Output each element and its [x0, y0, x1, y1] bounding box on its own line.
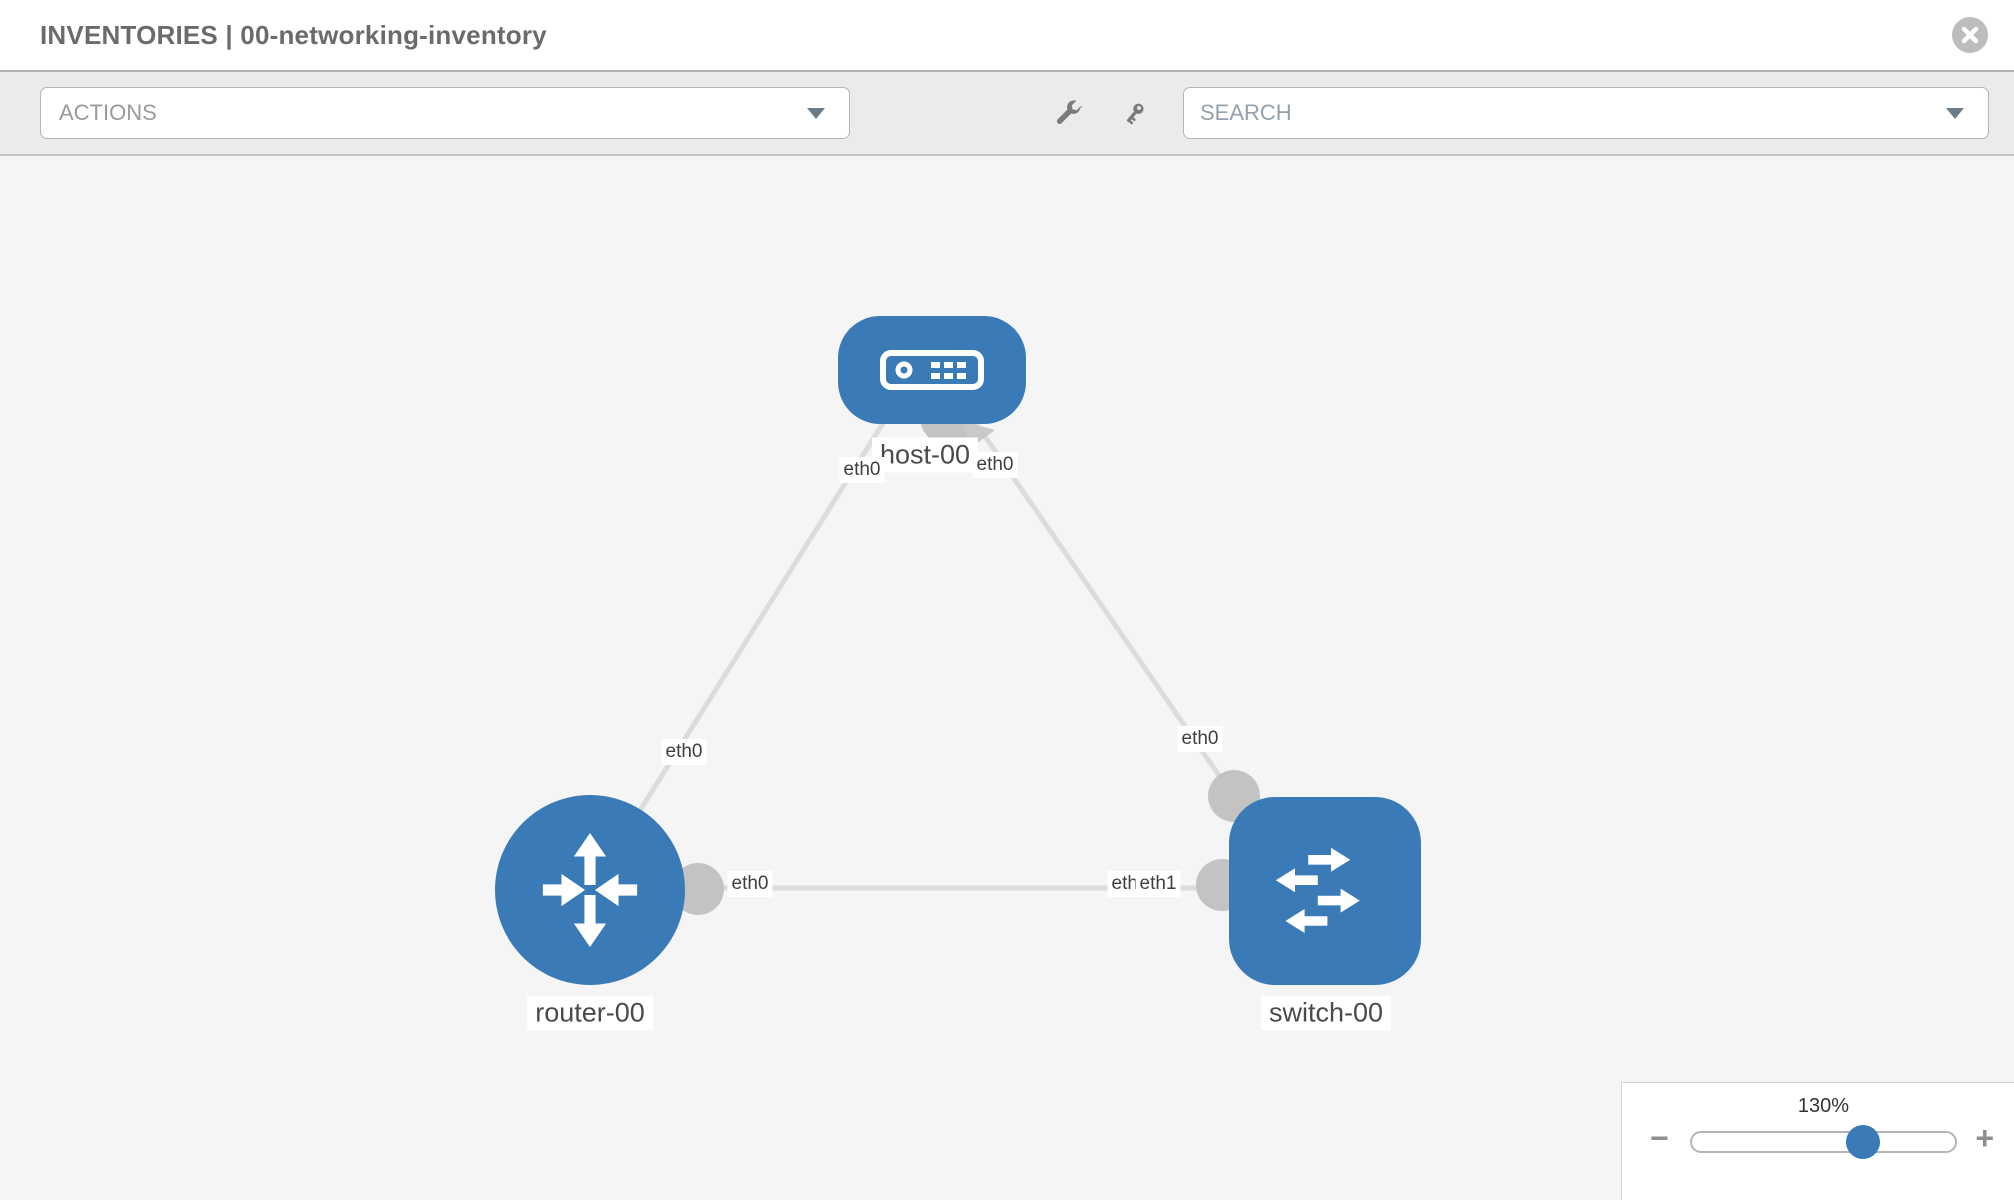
zoom-level-value: 130%: [1797, 1095, 1850, 1117]
router-arrows-icon: [542, 832, 638, 948]
actions-dropdown[interactable]: ACTIONS: [40, 87, 850, 139]
link-host-00-switch-00[interactable]: [972, 420, 1270, 847]
chevron-down-icon: [807, 107, 825, 119]
toolbar: ACTIONS: [0, 72, 2014, 156]
node-label-router-00: router-00: [527, 995, 653, 1031]
node-switch-00[interactable]: [1229, 797, 1421, 985]
node-label-switch-00: switch-00: [1260, 995, 1392, 1031]
switch-arrows-icon: [1275, 847, 1360, 933]
close-icon: [1961, 26, 1979, 44]
interface-label: eth1: [1135, 871, 1181, 897]
window-header: INVENTORIES | 00-networking-inventory: [0, 0, 2014, 72]
zoom-slider-track[interactable]: [1690, 1125, 1957, 1159]
node-router-00[interactable]: [495, 795, 685, 985]
node-host-00[interactable]: [838, 316, 1026, 424]
interface-label: eth0: [661, 739, 707, 765]
page-title: INVENTORIES | 00-networking-inventory: [40, 19, 547, 50]
search-dropdown[interactable]: [1183, 87, 1989, 139]
wrench-icon[interactable]: [1053, 99, 1083, 129]
interface-label: eth0: [727, 871, 773, 897]
zoom-panel: 130% − +: [1621, 1082, 2014, 1200]
interface-label: eth0: [839, 457, 885, 483]
link-layer: [587, 389, 1300, 915]
actions-dropdown-label: ACTIONS: [59, 100, 157, 125]
zoom-in-button[interactable]: +: [1975, 1120, 1994, 1156]
zoom-slider-thumb[interactable]: [1845, 1125, 1880, 1159]
interface-label: eth0: [972, 452, 1018, 478]
zoom-out-button[interactable]: −: [1650, 1120, 1669, 1156]
search-input[interactable]: [1184, 99, 1946, 127]
node-label-host-00: host-00: [871, 437, 979, 473]
port-circle: [672, 863, 724, 915]
key-icon[interactable]: [1120, 100, 1148, 128]
close-button[interactable]: [1952, 17, 1988, 53]
topology-canvas[interactable]: 130% − + host-00 router-00 switch-00 eth0 et…: [0, 156, 2014, 1200]
interface-label: eth0: [1177, 726, 1223, 752]
chevron-down-icon: [1946, 107, 1964, 119]
server-icon: [880, 350, 984, 390]
